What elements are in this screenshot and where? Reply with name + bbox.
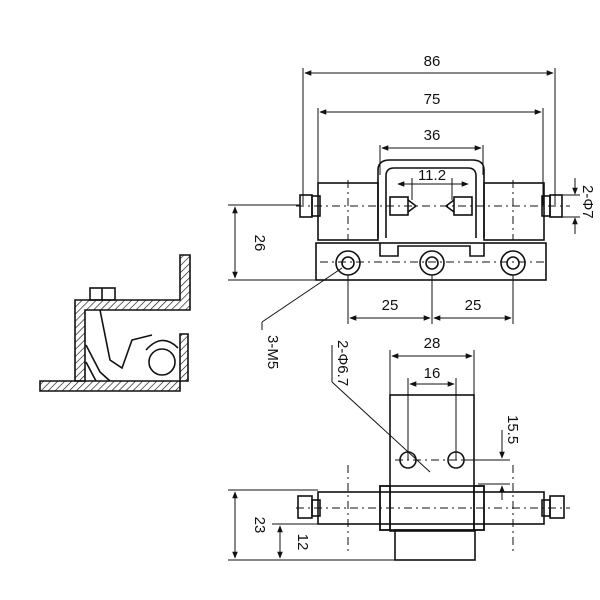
thread-hole-right: [500, 250, 526, 276]
right-knuckle: [483, 182, 545, 241]
dim-label-25-left: 25: [382, 297, 399, 314]
dim-label-28: 28: [424, 335, 441, 352]
bottom-tab: [394, 529, 476, 561]
dim-label-hole-dia: 2-Φ6.7: [334, 340, 351, 386]
dim-label-23: 23: [251, 517, 268, 534]
thread-hole-mid: [419, 250, 445, 276]
thread-hole-left: [335, 250, 361, 276]
dim-label-pin-dia: 2-Φ7: [579, 185, 596, 219]
dim-label-36: 36: [424, 127, 441, 144]
dim-label-86: 86: [424, 53, 441, 70]
dim-label-15-5: 15.5: [504, 415, 521, 444]
dim-label-thread: 3-M5: [264, 335, 281, 369]
dim-label-25-right: 25: [465, 297, 482, 314]
section-base: [39, 380, 181, 392]
bottom-plate: [389, 394, 475, 532]
top-view: 86 75 36 11.2: [228, 53, 596, 369]
handle: [377, 159, 485, 238]
bottom-view: 28 16 2-Φ6.7 15.5: [228, 335, 570, 561]
dim-label-12: 12: [294, 534, 311, 551]
spring-leaf: [99, 309, 153, 370]
section-bracket: [74, 254, 191, 382]
base-plate: [315, 242, 547, 281]
side-section-view: [39, 254, 191, 392]
dim-label-16: 16: [424, 365, 441, 382]
knuckle-circle: [148, 348, 176, 376]
dim-label-75: 75: [424, 91, 441, 108]
dim-label-11-2: 11.2: [418, 167, 446, 184]
dim-label-26: 26: [251, 235, 268, 252]
